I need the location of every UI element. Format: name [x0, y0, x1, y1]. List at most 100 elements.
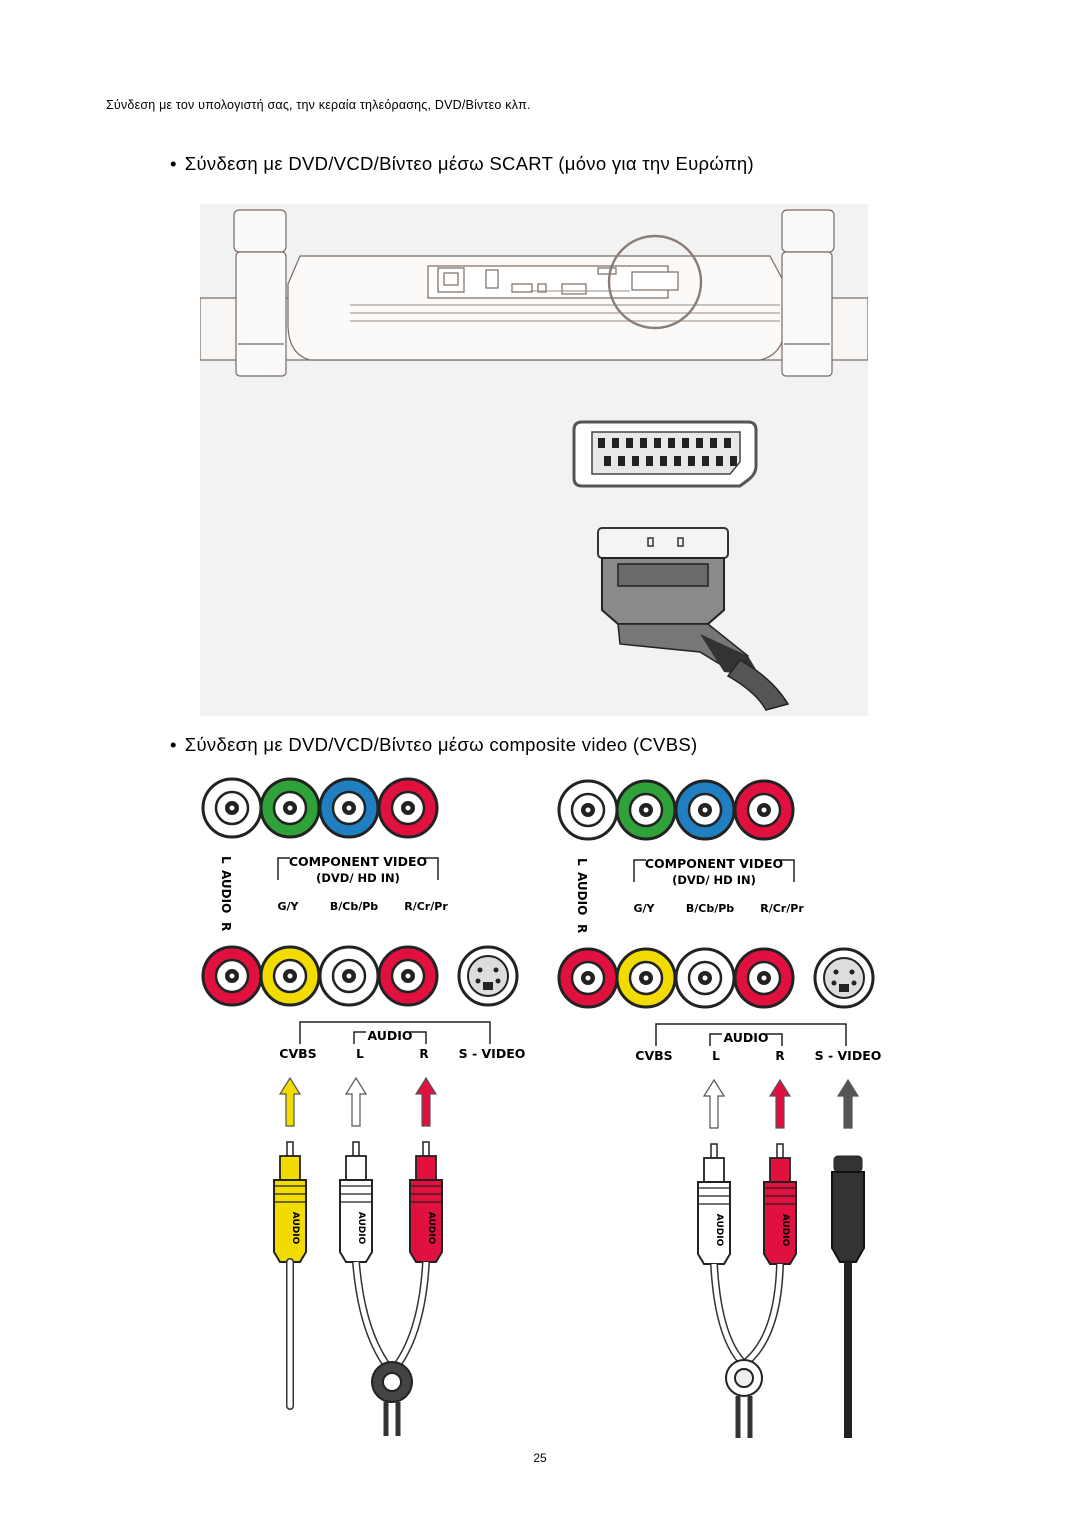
component-sub-label: (DVD/ HD IN)	[316, 871, 400, 885]
monitor-stand-right	[781, 209, 835, 377]
section-title-scart: • Σύνδεση με DVD/VCD/Βίντεο μέσω SCART (μ…	[170, 153, 754, 175]
rca-jack	[674, 947, 736, 1009]
audio-label: AUDIO	[723, 1030, 768, 1045]
plug-label: AUDIO	[290, 1212, 300, 1245]
scart-drawing	[199, 209, 869, 711]
rca-jack	[615, 779, 677, 841]
rca-plug: AUDIO	[763, 1143, 797, 1265]
component-video-label: COMPONENT VIDEO	[289, 854, 427, 869]
gy-label: G/Y	[277, 900, 299, 913]
rca-jack	[377, 945, 439, 1007]
rca-jack	[377, 777, 439, 839]
monitor-rear-panel	[199, 255, 869, 361]
rca-plug: AUDIO	[697, 1143, 731, 1265]
audio-vertical-label: AUDIO	[575, 872, 589, 915]
scart-pin	[674, 456, 681, 466]
cable	[710, 1263, 784, 1368]
l-label: L	[712, 1049, 720, 1063]
rca-jack	[733, 779, 795, 841]
rca-plug: AUDIO	[273, 1141, 307, 1263]
scart-pin	[612, 438, 619, 448]
scart-pin	[626, 438, 633, 448]
scart-pin	[668, 438, 675, 448]
rca-jack	[557, 779, 619, 841]
rca-jack	[733, 947, 795, 1009]
rca-jack	[318, 945, 380, 1007]
svideo-jack	[813, 947, 875, 1009]
svideo-label: S - VIDEO	[815, 1048, 882, 1063]
audio-r-label: R	[575, 924, 589, 933]
cable	[735, 1396, 753, 1438]
gy-label: G/Y	[633, 902, 655, 915]
insertion-arrow	[344, 1076, 368, 1127]
scart-illustration	[199, 204, 869, 716]
scart-pin	[696, 438, 703, 448]
audio-l-label: L	[219, 856, 233, 864]
scart-pin	[646, 456, 653, 466]
vent-dots	[350, 290, 780, 322]
svideo-label: S - VIDEO	[459, 1046, 526, 1061]
rca-jack	[259, 945, 321, 1007]
plug-label: AUDIO	[714, 1214, 724, 1247]
insertion-arrow	[702, 1078, 726, 1129]
component-video-label: COMPONENT VIDEO	[645, 856, 783, 871]
audio-l-label: L	[575, 858, 589, 866]
r-label: R	[419, 1047, 428, 1061]
section-title-text: Σύνδεση με DVD/VCD/Βίντεο μέσω composite…	[184, 734, 698, 755]
bcb-label: B/Cb/Pb	[686, 902, 734, 915]
insertion-arrow	[836, 1078, 860, 1129]
plug-label: AUDIO	[356, 1212, 366, 1245]
bcb-label: B/Cb/Pb	[330, 900, 378, 913]
rca-jack	[615, 947, 677, 1009]
scart-highlight-circle	[607, 234, 703, 330]
component-sub-label: (DVD/ HD IN)	[672, 873, 756, 887]
r-label: R	[775, 1049, 784, 1063]
section-title-text: Σύνδεση με DVD/VCD/Βίντεο μέσω SCART (μό…	[184, 153, 754, 174]
scart-plug	[597, 527, 790, 711]
insertion-arrow	[768, 1078, 792, 1129]
running-header: Σύνδεση με τον υπολογιστή σας, την κεραί…	[106, 98, 531, 112]
plug-label: AUDIO	[780, 1214, 790, 1247]
cable	[383, 1402, 401, 1436]
page-number: 25	[533, 1451, 547, 1465]
plug-label: AUDIO	[426, 1212, 436, 1245]
bullet-marker: •	[170, 153, 177, 174]
scart-port-small	[631, 271, 679, 291]
rca-jack	[318, 777, 380, 839]
rcr-label: R/Cr/Pr	[404, 900, 448, 913]
scart-pin	[724, 438, 731, 448]
cvbs-label: CVBS	[279, 1046, 316, 1061]
audio-label: AUDIO	[367, 1028, 412, 1043]
scart-pin	[640, 438, 647, 448]
audio-vertical-label: AUDIO	[219, 870, 233, 913]
scart-pin	[716, 456, 723, 466]
insertion-arrow	[278, 1076, 302, 1127]
rca-jack	[201, 777, 263, 839]
rca-jack	[259, 777, 321, 839]
l-label: L	[356, 1047, 364, 1061]
rca-jack	[557, 947, 619, 1009]
scart-pin	[632, 456, 639, 466]
svideo-jack	[457, 945, 519, 1007]
rca-plug: AUDIO	[339, 1141, 373, 1263]
scart-pin	[702, 456, 709, 466]
svideo-plug	[831, 1155, 865, 1263]
bullet-marker: •	[170, 734, 177, 755]
monitor-stand-left	[233, 209, 287, 377]
section-title-cvbs: • Σύνδεση με DVD/VCD/Βίντεο μέσω composit…	[170, 734, 697, 756]
insertion-arrow	[414, 1076, 438, 1127]
scart-pin	[710, 438, 717, 448]
audio-r-label: R	[219, 922, 233, 931]
scart-pin	[654, 438, 661, 448]
scart-pin	[730, 456, 737, 466]
scart-socket-enlarged	[572, 420, 758, 488]
scart-pin	[618, 456, 625, 466]
rca-jack	[674, 779, 736, 841]
scart-pin	[598, 438, 605, 448]
rca-plug: AUDIO	[409, 1141, 443, 1263]
scart-pin	[660, 456, 667, 466]
